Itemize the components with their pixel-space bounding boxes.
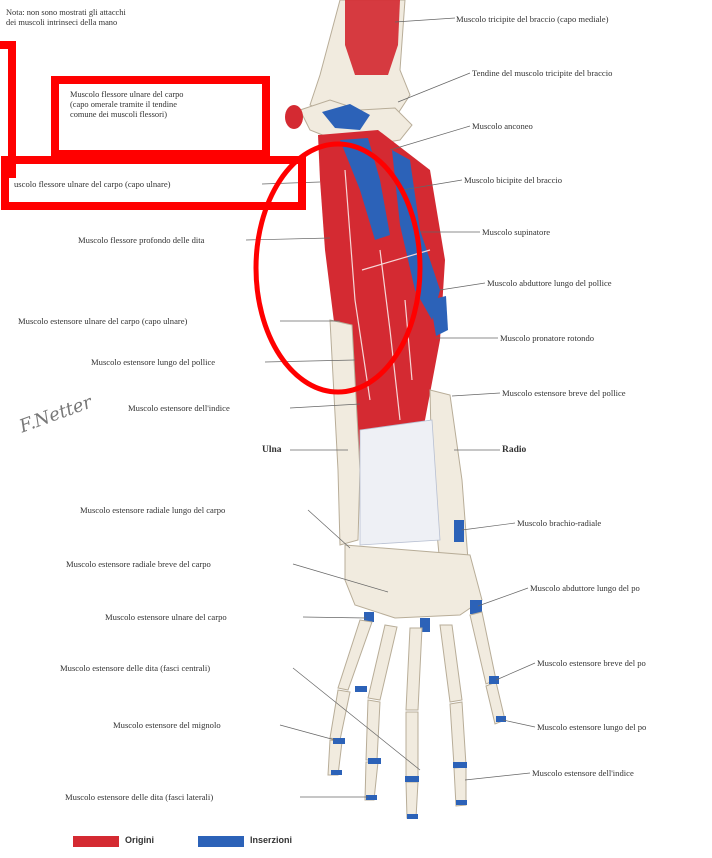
label-right-tendine-tricipite: Tendine del muscolo tricipite del bracci… bbox=[472, 68, 612, 78]
label-right-extensor-breve-po: Muscolo estensore breve del po bbox=[537, 658, 646, 668]
label-left-flexor-ulnar-capo-ulnare: uscolo flessore ulnare del carpo (capo u… bbox=[14, 179, 171, 189]
label-left-flexor-profondo: Muscolo flessore profondo delle dita bbox=[78, 235, 205, 245]
legend-swatch-inserzioni bbox=[198, 836, 244, 847]
label-ulna: Ulna bbox=[262, 445, 282, 455]
label-right-tricipite: Muscolo tricipite del braccio (capo medi… bbox=[456, 14, 608, 24]
label-right-brachio-radiale: Muscolo brachio-radiale bbox=[517, 518, 601, 528]
legend-label-inserzioni: Inserzioni bbox=[250, 835, 292, 845]
label-radio: Radio bbox=[502, 445, 526, 455]
label-right-abduttore-lungo-po: Muscolo abduttore lungo del po bbox=[530, 583, 640, 593]
highlighted-label: Muscolo flessore ulnare del carpo (capo … bbox=[70, 90, 184, 119]
label-right-extensor-indice: Muscolo estensore dell'indice bbox=[532, 768, 634, 778]
label-right-extensor-lungo-po: Muscolo estensore lungo del po bbox=[537, 722, 646, 732]
label-left-extensor-lungo-pollice: Muscolo estensore lungo del pollice bbox=[91, 357, 215, 367]
label-left-extensor-radiale-breve: Muscolo estensore radiale breve del carp… bbox=[66, 559, 211, 569]
note-text: Nota: non sono mostrati gli attacchi dei… bbox=[6, 8, 126, 28]
label-right-bicipite: Muscolo bicipite del braccio bbox=[464, 175, 562, 185]
legend-label-origini: Origini bbox=[125, 835, 154, 845]
label-left-extensor-dita-laterali: Muscolo estensore delle dita (fasci late… bbox=[65, 792, 213, 802]
legend-swatch-origini bbox=[73, 836, 119, 847]
label-left-extensor-indice: Muscolo estensore dell'indice bbox=[128, 403, 230, 413]
label-right-anconeo: Muscolo anconeo bbox=[472, 121, 533, 131]
label-right-abduttore-pollice: Muscolo abduttore lungo del pollice bbox=[487, 278, 612, 288]
label-left-extensor-ulnare-carpo: Muscolo estensore ulnare del carpo bbox=[105, 612, 227, 622]
label-left-extensor-mignolo: Muscolo estensore del mignolo bbox=[113, 720, 221, 730]
label-left-extensor-radiale-lungo: Muscolo estensore radiale lungo del carp… bbox=[80, 505, 225, 515]
label-left-extensor-dita-centrali: Muscolo estensore delle dita (fasci cent… bbox=[60, 663, 210, 673]
label-right-extensor-breve-pollice: Muscolo estensore breve del pollice bbox=[502, 388, 626, 398]
label-right-supinatore: Muscolo supinatore bbox=[482, 227, 550, 237]
label-left-extensor-ulnare-capo: Muscolo estensore ulnare del carpo (capo… bbox=[18, 316, 187, 326]
label-right-pronatore: Muscolo pronatore rotondo bbox=[500, 333, 594, 343]
